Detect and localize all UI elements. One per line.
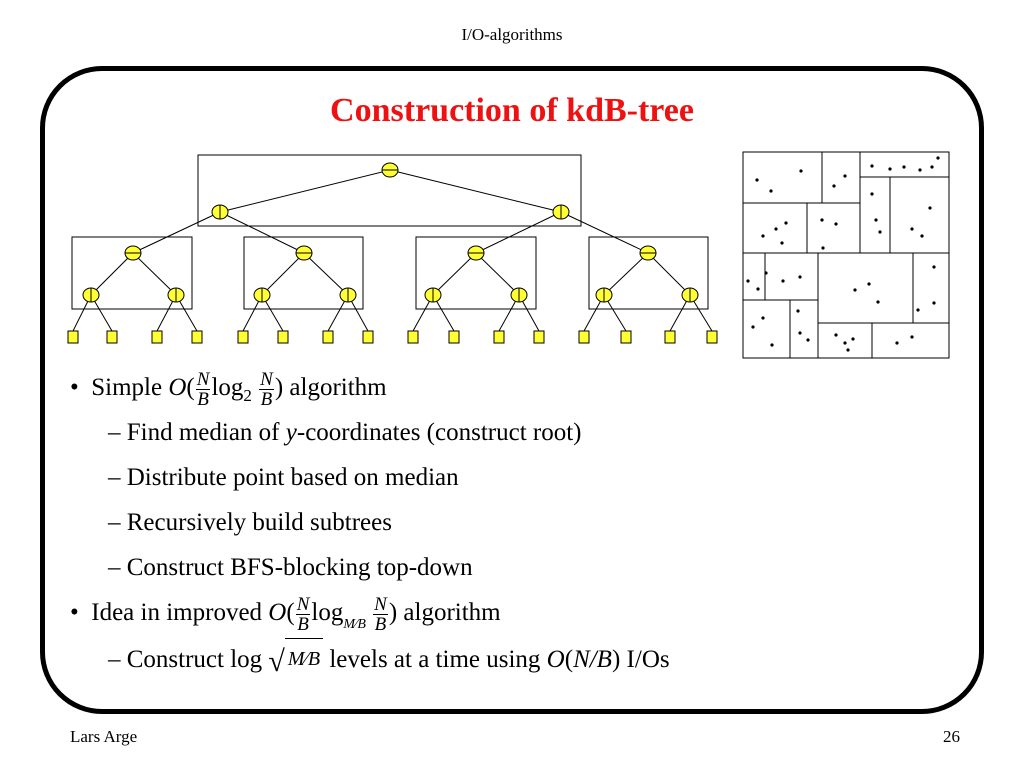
tree-node: [295, 245, 313, 261]
block-box: [71, 236, 193, 310]
slide-header: I/O-algorithms: [461, 25, 563, 44]
tree-node: [167, 287, 185, 303]
slide-frame: [40, 66, 984, 714]
tree-node: [339, 287, 357, 303]
kd-subdivision-panel: [742, 151, 950, 359]
bullet-2-suffix: algorithm: [403, 599, 501, 626]
tree-node: [467, 245, 485, 261]
block-box: [415, 236, 537, 310]
tree-node: [595, 287, 613, 303]
tree-node: [681, 287, 699, 303]
slide-title: Construction of kdB-tree: [330, 92, 694, 129]
tree-node: [639, 245, 657, 261]
formula-big-o: O: [168, 374, 187, 401]
sqrt-symbol: √: [268, 645, 285, 678]
tree-node: [424, 287, 442, 303]
sub-bullet: – Distribute point based on median: [108, 464, 459, 491]
kd-points: [746, 156, 940, 352]
tree-node: [82, 287, 100, 303]
tree-node: [552, 204, 570, 220]
bullet-1-prefix: Simple: [91, 374, 163, 401]
sub-bullet: – Recursively build subtrees: [108, 509, 392, 536]
tree-node: [510, 287, 528, 303]
footer-author: Lars Arge: [70, 727, 138, 746]
tree-node: [124, 245, 142, 261]
bullet-2-prefix: Idea in improved: [91, 599, 263, 626]
sub-bullet: – Find median of y-coordinates (construc…: [108, 419, 582, 446]
sub-bullet: – Construct BFS-blocking top-down: [108, 554, 473, 581]
tree-node: [211, 204, 229, 220]
block-box: [243, 236, 364, 310]
tree-node-root: [381, 162, 399, 178]
bullet-1-suffix: algorithm: [289, 374, 387, 401]
footer-page-number: 26: [943, 727, 960, 746]
root-block-box: [197, 154, 582, 227]
block-box: [588, 236, 709, 310]
sub-bullet: – Construct log √M⁄B levels at a time us…: [108, 638, 670, 678]
tree-leaves: [67, 330, 718, 344]
tree-node: [253, 287, 271, 303]
